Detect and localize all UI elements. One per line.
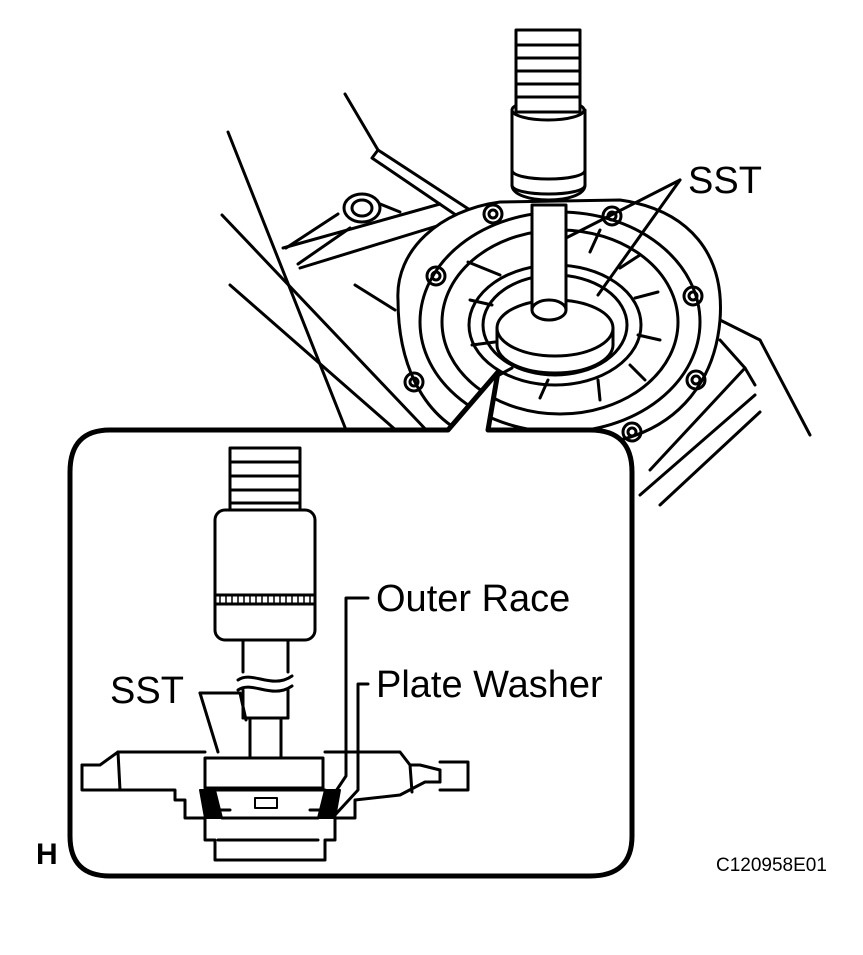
leader-sst-top-2	[596, 178, 682, 297]
view-letter: H	[36, 838, 58, 871]
inset-sst	[203, 446, 325, 790]
label-sst-top: SST	[688, 160, 762, 202]
label-sst-inset: SST	[110, 670, 184, 712]
leader-sst-inset-2	[198, 691, 248, 722]
label-outer-race: Outer Race	[376, 578, 571, 620]
shaft-pin	[284, 192, 382, 266]
leader-sst-inset-1	[198, 691, 220, 754]
case-outline	[220, 92, 812, 507]
label-plate-washer: Plate Washer	[376, 664, 603, 706]
sst-handle-top	[510, 28, 587, 322]
figure-code: C120958E01	[716, 855, 827, 876]
sst-disc-top	[495, 298, 615, 375]
inset-housing-section	[80, 750, 470, 862]
leader-plate-washer	[333, 682, 370, 817]
leader-outer-race	[328, 596, 370, 802]
leader-sst-top-1	[564, 178, 682, 240]
inset-frame	[67, 369, 635, 879]
